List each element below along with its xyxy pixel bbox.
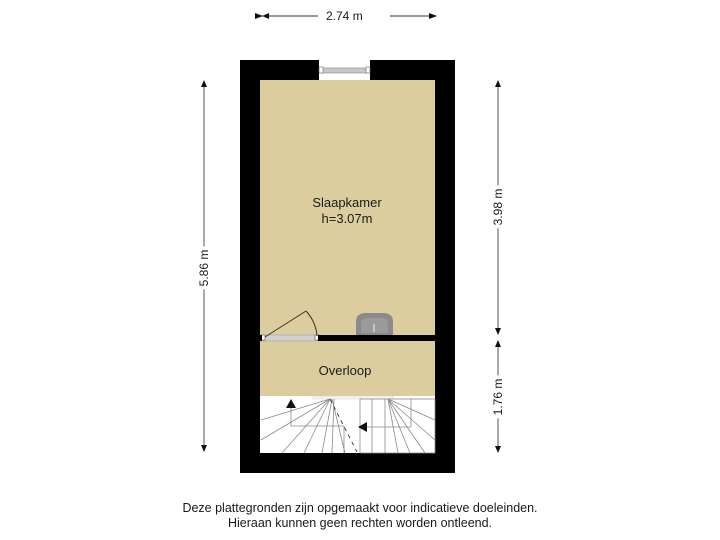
- room-label-slaapkamer: Slaapkamer h=3.07m: [312, 195, 381, 227]
- dimension-left-label: 5.86 m: [197, 246, 211, 290]
- sink-icon: [356, 313, 393, 335]
- dimension-right-lower-label: 1.76 m: [491, 375, 505, 419]
- interior-wall: [318, 335, 435, 341]
- overloop-floor: [260, 341, 435, 397]
- stair-walkline: [329, 398, 358, 453]
- interior-wall-stub: [260, 335, 262, 341]
- dimension-top-label: 2.74 m: [323, 9, 366, 23]
- room-name: Slaapkamer: [312, 195, 382, 210]
- disclaimer-line-2: Hieraan kunnen geen rechten worden ontle…: [227, 516, 493, 530]
- slaapkamer-floor: [260, 80, 435, 335]
- stairwell: [260, 396, 435, 453]
- room-label-overloop: Overloop: [319, 363, 372, 379]
- room-height: h=3.07m: [321, 211, 373, 226]
- disclaimer-line-1: Deze plattegronden zijn opgemaakt voor i…: [182, 501, 538, 515]
- room-name: Overloop: [318, 363, 372, 378]
- stair-left-arrow-icon: [358, 422, 367, 432]
- dimension-top-width: [255, 13, 437, 19]
- stair-opening: [312, 395, 394, 400]
- window-icon: [318, 60, 371, 80]
- disclaimer: Deze plattegronden zijn opgemaakt voor i…: [0, 501, 720, 531]
- dimension-right-upper-label: 3.98 m: [491, 185, 505, 229]
- stair-up-arrow-icon: [286, 399, 296, 408]
